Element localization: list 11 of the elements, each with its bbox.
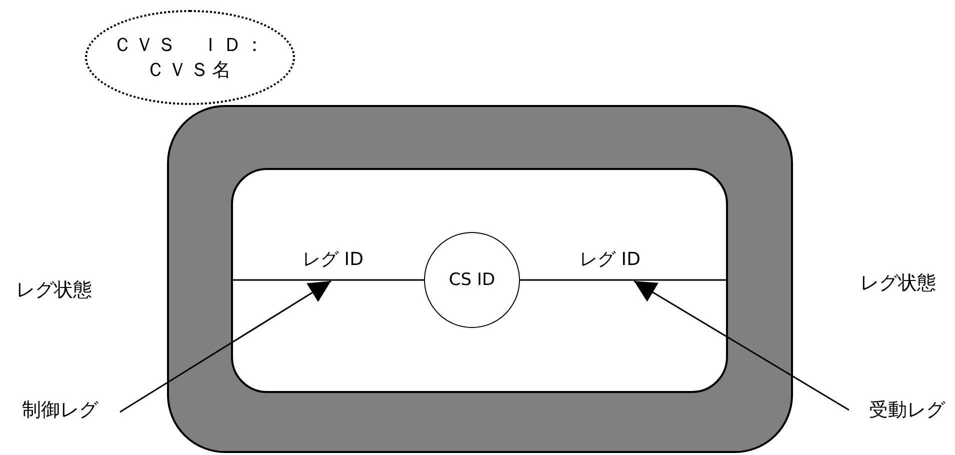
rounded-panel xyxy=(231,168,728,393)
state-label: レグ状態 xyxy=(16,279,92,301)
circle-node: CS ID xyxy=(424,232,520,328)
leader-line xyxy=(120,280,332,413)
leg-line xyxy=(520,279,728,281)
callout-text: 受動レグ xyxy=(857,398,955,422)
leg-line xyxy=(231,279,424,281)
leader-line xyxy=(634,280,850,411)
rounded-frame xyxy=(167,105,793,453)
state-label: レグ状態 xyxy=(860,272,936,294)
callout-text: 制御レグ xyxy=(10,398,110,422)
